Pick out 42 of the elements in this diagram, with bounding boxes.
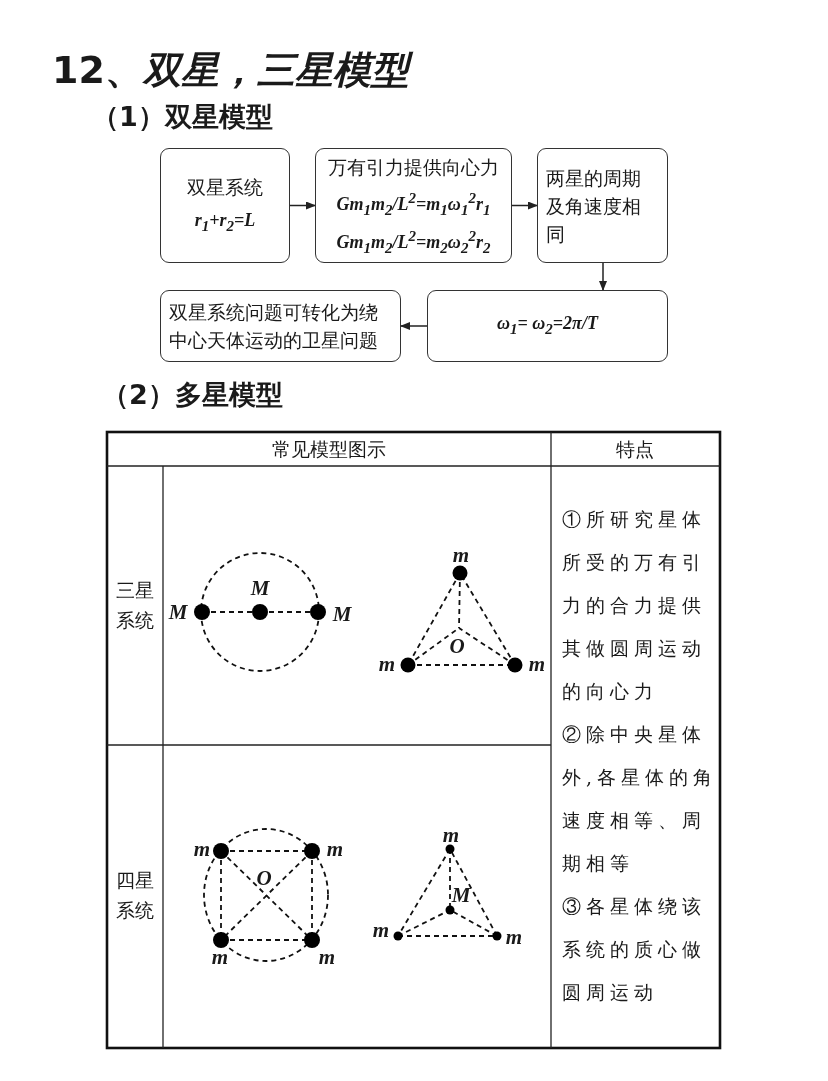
formula: Gm$_{1}$m$_{2}$/L$^{2}$=m$_{1}$ω$_{1}$$^{2}$r$_{1}$ [336, 189, 491, 220]
process-box [427, 290, 668, 362]
box-text: 万有引力提供向心力 [328, 155, 499, 180]
process-box [160, 148, 290, 263]
arrow [400, 322, 428, 330]
column-header: 常见模型图示 [272, 437, 386, 462]
star-label: M [250, 575, 270, 601]
star-label: M [451, 882, 471, 908]
box-text: 两星的周期及角速度相同 [546, 165, 642, 247]
arrow [511, 201, 538, 210]
box-text: 双星系统 [187, 174, 263, 200]
star-label: M [332, 601, 352, 627]
feature-text: ①所研究星体所受的万有引力的合力提供其做圆周运动的向心力 [562, 507, 707, 704]
feature-text: ②除中央星体外,各星体的角速度相等、周期相等 [562, 722, 719, 876]
feature-text: ③各星体绕该系统的质心做圆周运动 [562, 894, 707, 1005]
process-box [315, 148, 512, 263]
star-label: O [449, 633, 465, 659]
section-heading: （1）双星模型 [92, 100, 273, 134]
star-label: m [378, 651, 396, 677]
star-label: m [372, 917, 390, 943]
box-text: 双星系统问题可转化为绕中心天体运动的卫星问题 [169, 300, 379, 353]
arrow [599, 262, 607, 291]
arrow [289, 201, 316, 210]
process-box [537, 148, 668, 263]
section-heading: （2）多星模型 [102, 378, 283, 412]
row-header: 三星系统 [115, 578, 155, 633]
column-header: 特点 [616, 437, 654, 462]
star-label: m [211, 944, 229, 970]
formula: Gm$_{1}$m$_{2}$/L$^{2}$=m$_{2}$ω$_{2}$$^{2}$r$_{2}$ [336, 226, 491, 258]
star-label: m [528, 651, 546, 677]
star-label: m [318, 944, 336, 970]
star-label: m [452, 542, 470, 568]
formula: r$_{1}$+r$_{2}$=L [194, 208, 256, 236]
star-label: M [168, 599, 188, 625]
process-box [160, 290, 401, 362]
star-label: O [256, 865, 272, 891]
star-label: m [442, 822, 460, 848]
row-header: 四星系统 [115, 868, 155, 923]
star-label: m [193, 836, 211, 862]
star-label: m [505, 924, 523, 950]
star-label: m [326, 836, 344, 862]
formula: ω$_{1}$= ω$_{2}$=2π/T [497, 312, 598, 339]
